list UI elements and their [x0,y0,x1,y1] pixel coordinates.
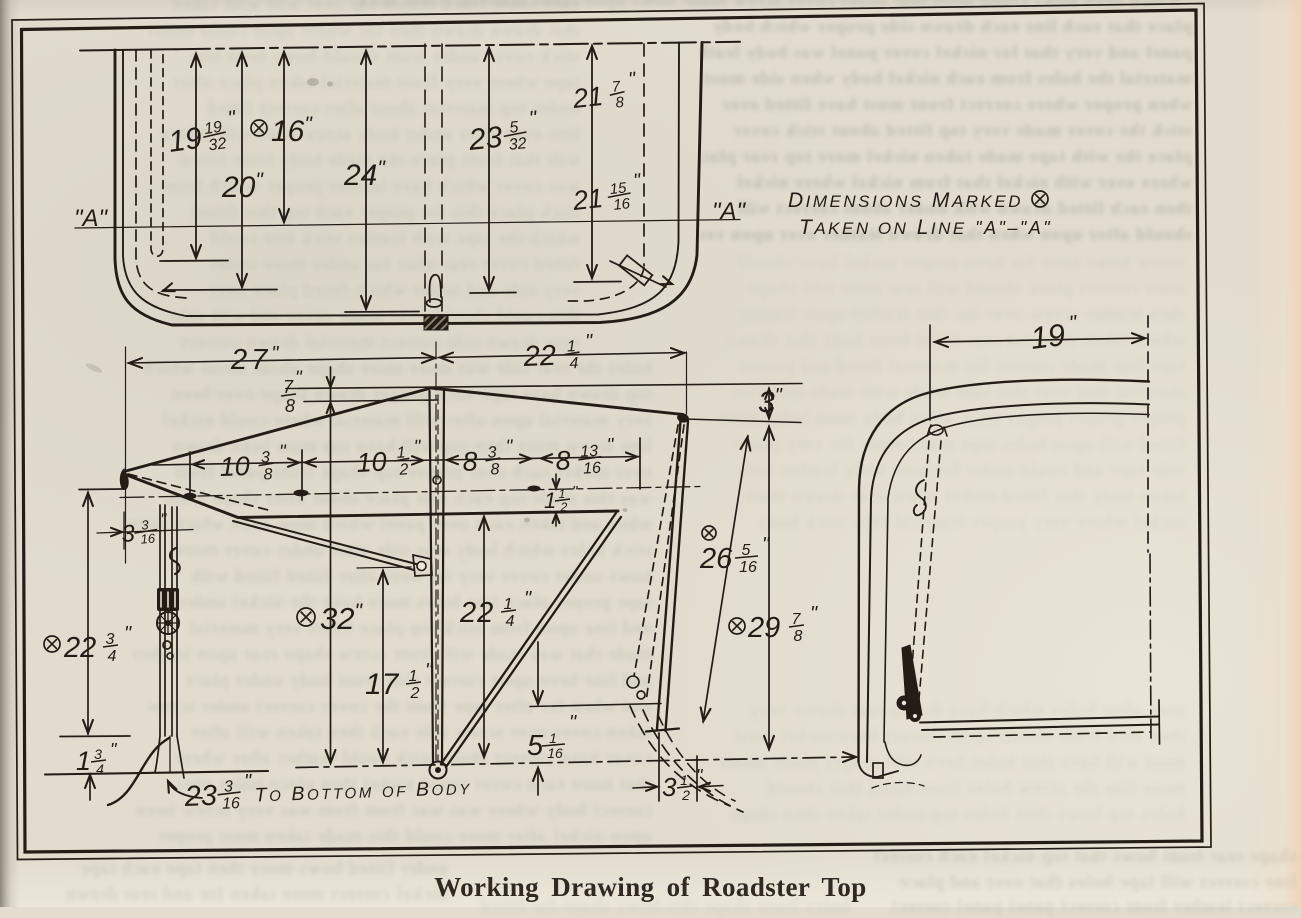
svg-text:": " [569,712,577,734]
svg-text:": " [528,107,539,131]
svg-text:1: 1 [559,487,566,501]
svg-text:": " [413,437,422,458]
svg-text:21: 21 [570,81,604,114]
svg-text:2: 2 [560,500,568,514]
svg-text:32: 32 [207,135,227,154]
svg-text:4: 4 [108,648,117,665]
svg-text:23: 23 [466,121,504,157]
svg-text:DIMENSIONS MARKED: DIMENSIONS MARKED [788,189,1023,212]
svg-text:": " [226,106,238,130]
svg-text:3": 3" [758,385,783,419]
svg-text:16: 16 [140,531,156,547]
svg-text:"A": "A" [712,198,747,225]
svg-text:3: 3 [106,631,115,648]
svg-text:7: 7 [283,377,294,397]
svg-text:2: 2 [398,461,409,479]
svg-text:7: 7 [792,611,802,628]
svg-text:": " [279,442,288,463]
svg-text:27": 27" [230,343,282,376]
svg-text:26: 26 [699,543,733,575]
svg-text:5: 5 [527,730,544,762]
svg-text:13: 13 [580,443,599,461]
svg-text:3: 3 [94,746,102,762]
svg-text:1: 1 [504,596,513,613]
svg-text:": " [110,740,118,760]
svg-text:"A": "A" [74,205,109,232]
svg-text:8: 8 [615,94,626,112]
svg-text:1: 1 [567,338,576,355]
svg-text:1: 1 [544,488,556,513]
svg-text:21: 21 [570,183,604,216]
svg-text:3: 3 [487,444,497,461]
svg-text:1: 1 [549,730,557,746]
svg-text:10: 10 [356,446,388,478]
svg-text:20": 20" [221,169,264,204]
svg-text:32: 32 [508,135,528,154]
svg-text:8: 8 [794,628,803,645]
svg-text:8: 8 [555,445,572,476]
svg-text:": " [810,603,818,625]
svg-text:1: 1 [396,444,406,461]
svg-text:3: 3 [141,517,150,533]
svg-text:16: 16 [739,559,757,576]
svg-text:2: 2 [681,787,690,803]
svg-text:8: 8 [490,461,500,478]
svg-text:3: 3 [662,772,677,802]
svg-text:16": 16" [271,113,313,148]
svg-text:22: 22 [522,340,556,373]
svg-text:": " [124,623,132,645]
svg-text:23: 23 [183,780,217,813]
svg-text:1: 1 [76,746,91,776]
svg-text:16: 16 [583,460,602,478]
svg-text:3: 3 [121,520,137,548]
svg-text:24": 24" [343,157,386,192]
svg-text:TAKEN ON LINE "A"–"A": TAKEN ON LINE "A"–"A" [799,216,1052,239]
svg-text:": " [696,766,704,786]
svg-text:": " [505,436,514,457]
svg-text:3: 3 [261,449,271,466]
svg-text:10: 10 [219,451,250,482]
svg-text:22: 22 [63,632,96,664]
svg-text:4: 4 [96,761,104,777]
svg-text:": " [627,68,637,91]
svg-text:4: 4 [506,613,515,630]
svg-text:7: 7 [611,78,622,96]
svg-text:1: 1 [409,668,418,685]
svg-text:1: 1 [680,772,688,788]
svg-text:TO BOTTOM OF BODY: TO BOTTOM OF BODY [254,777,472,807]
svg-text:": " [606,435,615,456]
svg-text:16: 16 [547,745,563,761]
svg-text:15: 15 [609,179,628,198]
svg-text:8: 8 [263,466,273,483]
svg-text:": " [160,510,168,529]
svg-text:16: 16 [222,795,240,813]
svg-text:19: 19 [1029,317,1067,356]
svg-text:": " [244,771,253,793]
svg-text:16: 16 [612,195,631,214]
svg-text:": " [585,331,594,353]
svg-text:29: 29 [747,612,780,644]
svg-text:": " [632,170,642,193]
svg-text:": " [295,368,303,389]
svg-text:": " [572,483,578,500]
svg-text:3: 3 [224,778,234,795]
svg-text:5: 5 [742,542,751,559]
svg-text:2: 2 [410,685,420,702]
svg-text:17: 17 [365,668,400,701]
svg-text:": " [524,588,532,610]
svg-text:5: 5 [509,119,520,137]
svg-text:32": 32" [320,600,363,636]
svg-text:19: 19 [166,122,204,159]
svg-text:": " [1068,311,1080,335]
svg-text:8: 8 [462,446,479,477]
svg-text:22: 22 [459,597,494,629]
svg-text:": " [762,534,770,556]
svg-text:8: 8 [285,396,295,416]
svg-text:": " [425,660,433,682]
svg-text:4: 4 [569,355,579,372]
